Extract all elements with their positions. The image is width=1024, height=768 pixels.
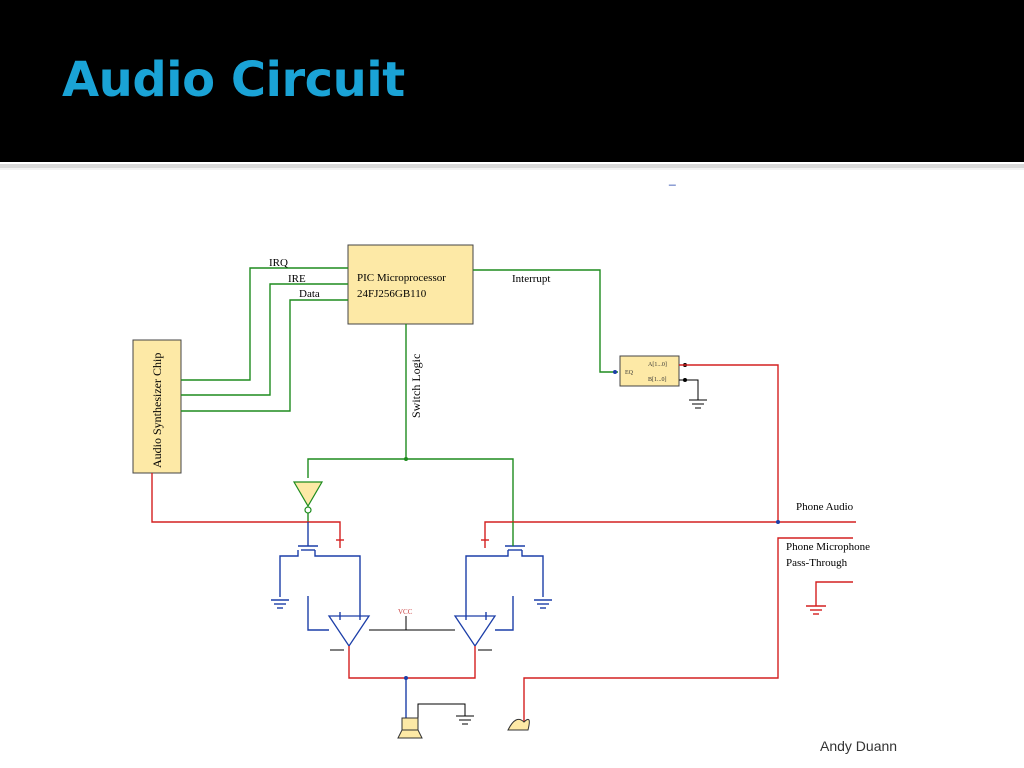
output-wire — [348, 646, 476, 679]
comparator-pin-a: A[1...0] — [648, 362, 667, 368]
speaker-icon — [397, 717, 423, 739]
synth-audio-wire — [151, 473, 341, 538]
comparator-input-dot — [613, 370, 617, 374]
speaker-ground-wire — [417, 703, 466, 718]
signal-switch-label: Switch Logic — [409, 354, 423, 418]
synth-chip — [132, 339, 182, 474]
mcu-chip — [347, 244, 474, 325]
ground-icon — [806, 605, 826, 615]
mcu-label-line1: PIC Microprocessor — [357, 272, 446, 284]
phone-mic-wire — [523, 537, 853, 722]
vcc-label: VCC — [398, 608, 413, 616]
ground-icon — [534, 599, 552, 609]
slide-author: Andy Duann — [820, 738, 898, 754]
switch-junction-dot — [404, 457, 408, 461]
phone-audio-label: Phone Audio — [796, 501, 854, 513]
switch-logic-bus — [307, 458, 514, 522]
comparator-chip — [619, 355, 680, 387]
mcu-label-line2: 24FJ256GB110 — [357, 288, 427, 300]
phone-mic-label-line2: Pass-Through — [786, 557, 848, 569]
stray-mark: _ — [669, 172, 676, 186]
synth-label: Audio Synthesizer Chip — [150, 353, 164, 468]
left-mosfet — [279, 522, 361, 612]
phone-mic-label-line1: Phone Microphone — [786, 541, 870, 553]
comparator-pin-eq: EQ — [625, 370, 634, 376]
signal-interrupt-label: Interrupt — [512, 273, 550, 285]
inverter-gate — [292, 481, 324, 508]
signal-data-label: Data — [299, 288, 320, 300]
signal-irq-label: IRQ — [269, 257, 288, 269]
synth-bus-wires — [181, 267, 348, 412]
comparator-a-wire — [679, 364, 779, 522]
comparator-b-wire — [679, 379, 699, 400]
phone-audio-wire — [484, 521, 856, 538]
phone-audio-junction-dot — [776, 520, 780, 524]
ground-icon — [689, 399, 707, 409]
title-divider — [0, 164, 1024, 168]
left-op-amp — [307, 596, 440, 651]
inverter-bubble — [304, 506, 312, 514]
ground-icon — [271, 599, 289, 609]
microphone-icon — [507, 718, 530, 731]
slide-title: Audio Circuit — [62, 52, 405, 108]
signal-ire-label: IRE — [288, 273, 306, 285]
right-op-amp — [440, 596, 514, 651]
right-mosfet — [465, 522, 544, 612]
ground-icon — [456, 715, 474, 725]
phone-mic-ground-wire — [815, 581, 853, 606]
comparator-pin-b: B[1...0] — [648, 377, 667, 383]
title-divider-shadow — [0, 168, 1024, 170]
interrupt-wire — [473, 269, 618, 373]
title-bar: Audio Circuit — [0, 0, 1024, 162]
